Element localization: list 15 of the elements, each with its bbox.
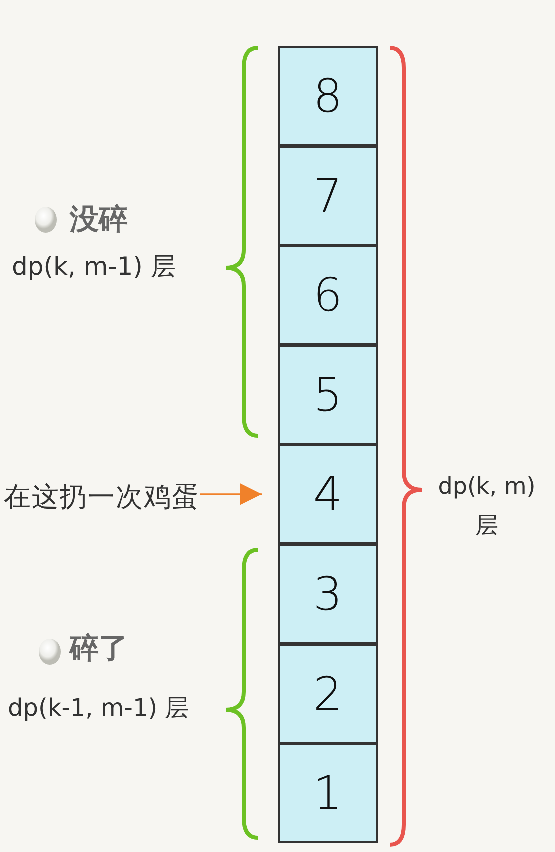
floor-box: 2 bbox=[278, 644, 378, 744]
floor-box: 5 bbox=[278, 344, 378, 445]
note-text: 在这扔一次鸡蛋 bbox=[4, 478, 200, 516]
pointer-arrow bbox=[200, 483, 262, 506]
case-heading: 碎了 bbox=[70, 630, 128, 667]
floor-box: 8 bbox=[278, 46, 378, 146]
floor-count-label: dp(k, m) 层 bbox=[437, 473, 537, 542]
floor-box: 1 bbox=[278, 743, 378, 844]
floor-box: 7 bbox=[278, 146, 378, 246]
floor-count-label: dp(k, m-1) 层 bbox=[12, 251, 176, 283]
floor-box: 6 bbox=[278, 245, 378, 346]
floor-box: 3 bbox=[278, 544, 378, 644]
case-heading: 没碎 bbox=[70, 201, 128, 238]
floor-count-label: dp(k-1, m-1) 层 bbox=[8, 693, 190, 724]
floor-box: 4 bbox=[278, 444, 378, 544]
